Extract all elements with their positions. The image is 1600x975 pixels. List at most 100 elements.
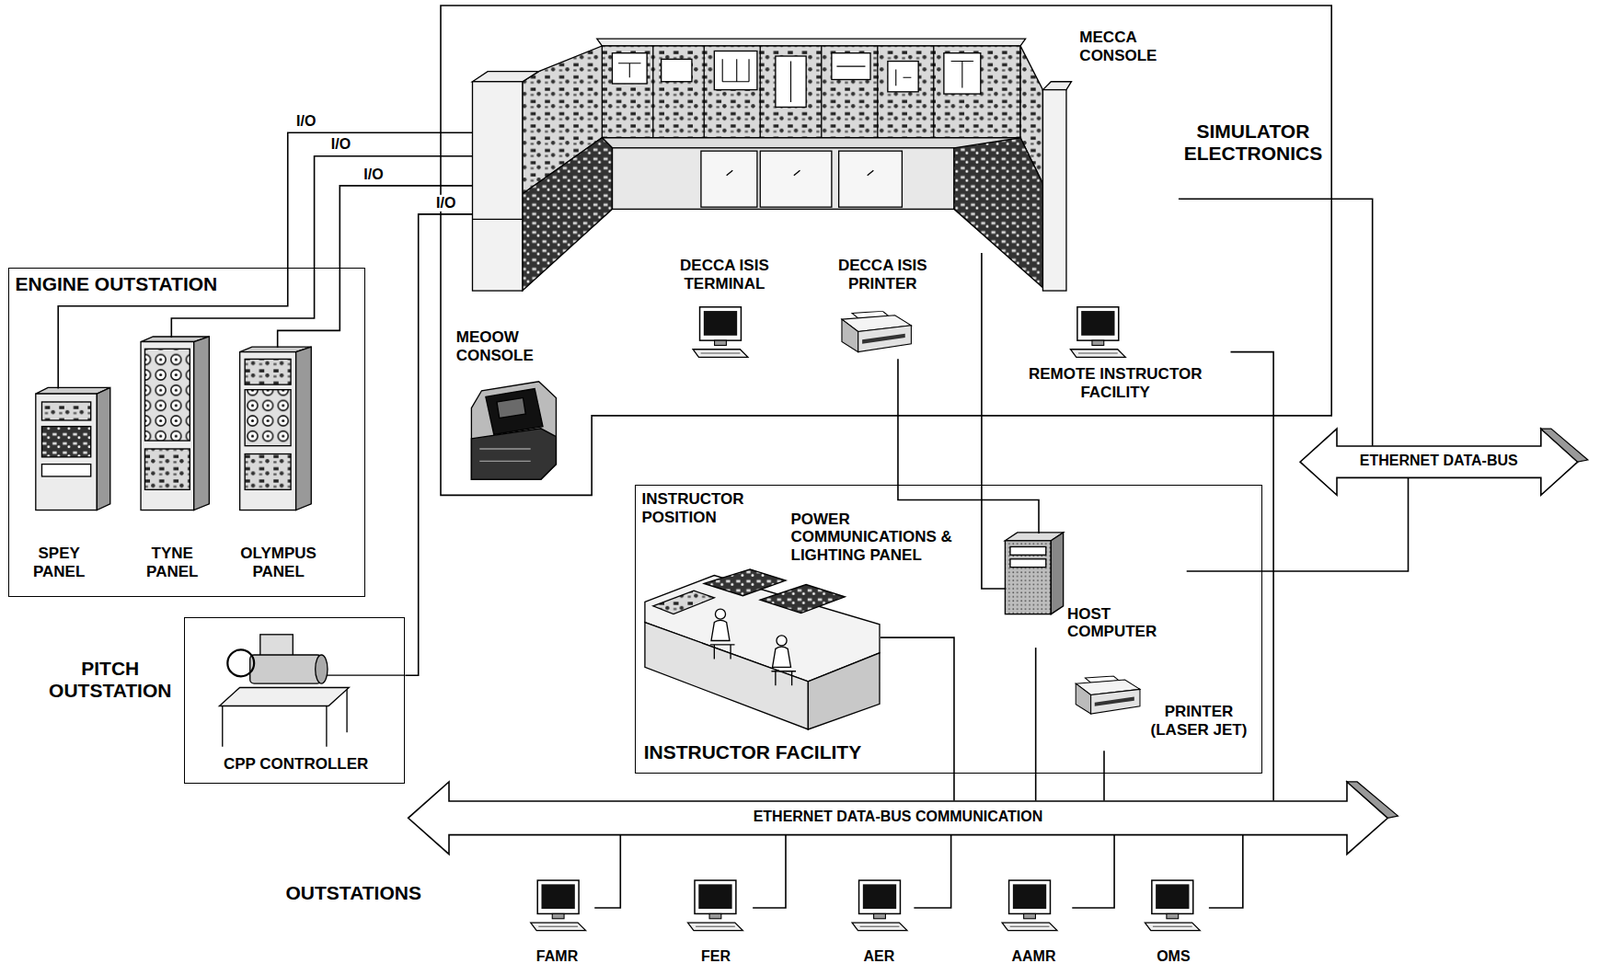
- terminal-unit: OMS: [1140, 877, 1209, 972]
- mecca-console-drawing: [1042, 90, 1067, 291]
- cpp-controller-drawing: [218, 688, 349, 707]
- region-heading: ENGINE OUTSTATION: [15, 273, 277, 296]
- terminal-unit: DECCA ISIS TERMINAL: [653, 254, 796, 366]
- host-computer-drawing: [1010, 546, 1047, 555]
- facility-box: INSTRUCTOR POSITION HOST COMPUTER PRINTER …: [634, 484, 1263, 774]
- unit-label: REMOTE INSTRUCTOR FACILITY: [1002, 365, 1228, 402]
- mecca-console-drawing: [611, 148, 955, 210]
- mecca-console-drawing: [954, 138, 1043, 288]
- room-outline: [440, 5, 1332, 495]
- host-computer-drawing: [1050, 532, 1063, 615]
- bus-arrow: [1300, 428, 1578, 495]
- connector-line: [1186, 477, 1409, 572]
- terminal-icon: [1070, 307, 1126, 358]
- operator-console: MEOOW CONSOLE: [454, 326, 567, 483]
- instructor-desk-drawing: [644, 569, 880, 730]
- instructor-desk-drawing: [772, 646, 792, 668]
- instructor-desk-drawing: [807, 653, 880, 730]
- engine-panel-drawing: [41, 402, 91, 421]
- mecca-console-drawing: [597, 38, 1026, 47]
- engine-panel: OLYMPUS PANEL: [227, 347, 330, 593]
- instructor-desk-drawing: [711, 620, 730, 641]
- region-heading: PITCH OUTSTATION: [38, 657, 182, 703]
- mecca-console-drawing: [522, 138, 613, 291]
- meoow-console-drawing: [479, 448, 530, 461]
- connector-line: [1103, 750, 1106, 801]
- outstation-box: PITCH OUTSTATIONCPP CONTROLLER: [35, 617, 405, 784]
- engine-panel-drawing: [240, 352, 297, 511]
- engine-panel: SPEY PANEL: [16, 388, 116, 593]
- mecca-console-drawing: [601, 46, 1021, 139]
- mecca-console-drawing: [611, 50, 980, 107]
- unit-label: SPEY PANEL: [18, 544, 101, 581]
- outstation-box: SPEY PANEL TYNE PANEL OLYMPUS PANEL ENGINE …: [8, 267, 366, 598]
- unit-label: MECCA CONSOLE: [1079, 28, 1176, 65]
- mecca-console-drawing: [653, 46, 934, 139]
- unit-label: PRINTER (LASER JET): [1141, 702, 1256, 739]
- cpp-controller-drawing: [218, 634, 404, 748]
- host-computer-drawing: [1010, 559, 1047, 568]
- printer-icon: [1075, 676, 1140, 714]
- terminal-icon: [530, 880, 587, 932]
- engine-panel-drawing: [35, 393, 98, 510]
- terminal-unit: FAMR: [522, 877, 595, 972]
- engine-panel-drawing: [194, 336, 210, 511]
- bus-arrow-cap: [1541, 428, 1589, 462]
- terminal-label: AAMR: [998, 948, 1071, 966]
- connector-line: [1178, 198, 1373, 446]
- host-computer-drawing: [1004, 532, 1063, 615]
- terminal-icon: [851, 880, 908, 932]
- engine-panel-drawing: [144, 348, 190, 441]
- terminal-unit: AAMR: [998, 877, 1073, 972]
- region-heading: SIMULATOR ELECTRONICS: [1179, 120, 1327, 165]
- terminal-unit: AER: [847, 877, 915, 972]
- printer-unit: DECCA ISIS PRINTER: [814, 254, 952, 359]
- terminal-unit: REMOTE INSTRUCTOR FACILITY: [1000, 303, 1232, 410]
- engine-panel: TYNE PANEL: [128, 337, 218, 593]
- terminal-icon: [1144, 880, 1200, 932]
- mecca-console-drawing: [839, 150, 903, 208]
- mecca-console-drawing: [471, 218, 522, 220]
- instructor-desk-drawing: [703, 569, 786, 597]
- connector-line: [752, 834, 786, 909]
- mecca-console-drawing: [471, 38, 1071, 291]
- signal-label: I/O: [361, 165, 385, 183]
- mecca-console-drawing: [713, 50, 758, 90]
- mecca-console-drawing: [887, 61, 919, 93]
- terminal-label: OMS: [1140, 948, 1207, 966]
- mecca-console-drawing: [726, 170, 875, 176]
- engine-panel-drawing: [41, 426, 91, 458]
- unit-label: OLYMPUS PANEL: [234, 544, 323, 581]
- band-label: ETHERNET DATA-BUS COMMUNICATION: [448, 808, 1347, 826]
- mecca-console-drawing: [618, 58, 974, 103]
- meoow-console-drawing: [471, 381, 556, 480]
- instructor-desk-drawing: [771, 671, 796, 687]
- cpp-controller-drawing: [327, 675, 404, 677]
- meoow-console-drawing: [471, 381, 556, 480]
- connector-line: [1208, 834, 1244, 909]
- host-computer: HOST COMPUTER: [1005, 533, 1186, 648]
- host-computer-drawing: [1004, 541, 1051, 615]
- unit-label: TYNE PANEL: [130, 544, 215, 581]
- databus-band: ETHERNET DATA-BUS COMMUNICATION: [448, 801, 1350, 836]
- unit-label: HOST COMPUTER: [1067, 605, 1186, 642]
- mecca-console-drawing: [701, 150, 758, 208]
- engine-panel-drawing: [41, 464, 91, 477]
- mecca-console-drawing: [471, 81, 522, 291]
- mecca-console-drawing: [759, 150, 832, 208]
- unit-label: DECCA ISIS PRINTER: [816, 256, 949, 293]
- cpp-controller-drawing: [227, 649, 254, 677]
- instructor-desk-drawing: [759, 584, 845, 613]
- signal-label: I/O: [294, 113, 318, 130]
- engine-panel-drawing: [96, 387, 110, 510]
- region-heading: INSTRUCTOR FACILITY: [644, 741, 905, 764]
- connector-line: [594, 834, 621, 909]
- connector-line: [404, 214, 472, 676]
- connector-line: [57, 132, 472, 389]
- mecca-console-drawing: [601, 138, 1021, 149]
- meoow-console-drawing: [471, 428, 556, 480]
- instructor-desk-drawing: [710, 644, 736, 660]
- unit-label: INSTRUCTOR POSITION: [641, 490, 774, 527]
- terminal-icon: [1001, 880, 1058, 932]
- bus-arrow: [408, 782, 1389, 855]
